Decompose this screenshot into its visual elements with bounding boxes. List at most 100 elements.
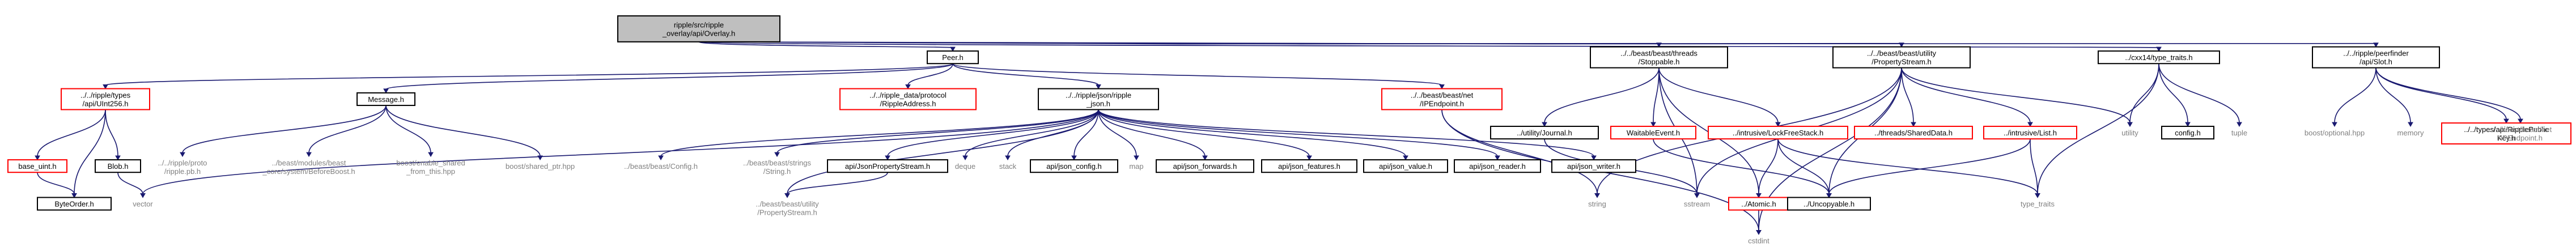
- arrowhead-cxx14-to-tuple_ext: [2237, 122, 2242, 127]
- node-rippleaddress[interactable]: ../../ripple_data/protocol/RippleAddress…: [839, 88, 977, 110]
- include-edge-peer_h-to-message_h: [385, 63, 953, 90]
- node-label: Peer.h: [942, 53, 964, 62]
- node-stoppable[interactable]: ../../beast/beast/threads/Stoppable.h: [1590, 46, 1728, 69]
- node-label: ../beast/modules/beast: [272, 159, 346, 167]
- node-threads_shareddata[interactable]: ../threads/SharedData.h: [1854, 125, 1973, 140]
- include-edge-message_h-to-shared_ptr: [385, 105, 541, 157]
- node-json_h[interactable]: ../../ripple/json/ripple_json.h: [1038, 88, 1159, 110]
- node-ipendpoint[interactable]: ../../beast/beast/net/IPEndpoint.h: [1381, 88, 1503, 110]
- node-atomic_h[interactable]: ../Atomic.h: [1728, 197, 1789, 211]
- arrowhead-json_h-to-beast_config: [658, 155, 664, 161]
- node-intrusive_lfs[interactable]: ../intrusive/LockFreeStack.h: [1708, 125, 1848, 140]
- node-box: [1787, 197, 1871, 211]
- node-uncopyable[interactable]: ../Uncopyable.h: [1787, 197, 1871, 211]
- arrowhead-stoppable-to-waitableevent: [1650, 122, 1656, 127]
- node-string_ext: string: [1588, 200, 1606, 209]
- node-label: ../intrusive/List.h: [2004, 129, 2057, 137]
- include-edge-json_h-to-beast_string: [776, 109, 1099, 154]
- node-shared_ptr: boost/shared_ptr.hpp: [506, 162, 575, 171]
- node-label: ../../beast/beast/net: [1411, 91, 1474, 99]
- include-edge-json_h-to-json_reader: [1098, 109, 1498, 157]
- include-edge-slot_h-to-boost_optional: [2334, 67, 2376, 123]
- node-stack_ext: stack: [999, 162, 1017, 171]
- node-label: ByteOrder.h: [54, 200, 94, 209]
- include-edge-cxx14-to-utility_ext: [2129, 63, 2159, 123]
- include-edge-json_h-to-json_value: [1098, 109, 1406, 157]
- arrowhead-message_h-to-beforeboost: [306, 152, 312, 158]
- include-edge-intrusive_list-to-type_traits_ext: [2030, 139, 2038, 194]
- node-waitableevent[interactable]: WaitableEvent.h: [1610, 125, 1696, 140]
- arrowhead-json_h-to-json_writer: [1591, 155, 1597, 161]
- node-label: ../beast/beast/utility: [756, 199, 819, 208]
- arrowhead-json_h-to-beast_string: [774, 152, 780, 158]
- node-json_features[interactable]: api/json_features.h: [1261, 159, 1357, 173]
- node-base_uint[interactable]: base_uint.h: [7, 159, 67, 173]
- arrowhead-json_h-to-map_ext: [1134, 155, 1139, 161]
- node-slot_h[interactable]: ../../ripple/peerfinder/api/Slot.h: [2312, 46, 2440, 69]
- node-label: ../../ripple/json/ripple: [1066, 91, 1131, 99]
- node-boost_optional: boost/optional.hpp: [2305, 129, 2365, 137]
- arrowhead-root-to-slot_h: [2373, 42, 2379, 48]
- node-label: api/json_value.h: [1379, 162, 1432, 171]
- node-label: api/json_forwards.h: [1173, 162, 1237, 171]
- include-edge-json_h-to-vector_ext: [142, 109, 1099, 194]
- node-utility_journal[interactable]: ../utility/Journal.h: [1490, 125, 1599, 140]
- node-json_writer[interactable]: api/json_writer.h: [1551, 159, 1636, 173]
- node-label: /PropertyStream.h: [1871, 58, 1932, 66]
- include-edge-root-to-cxx14: [698, 41, 2159, 48]
- include-edge-propstream_top-to-utility_ext: [1901, 67, 2131, 124]
- node-label: ../beast/beast/Config.h: [624, 162, 698, 171]
- node-box: [1551, 159, 1636, 173]
- node-label: ../../types/api/RipplePublic: [2464, 125, 2549, 134]
- arrowhead-uint256-to-blob_h: [115, 155, 121, 161]
- node-label: ../../beast/beast/utility: [1867, 49, 1937, 58]
- node-label: /api/UInt256.h: [83, 99, 129, 108]
- node-message_h[interactable]: Message.h: [357, 92, 415, 107]
- node-label: ripple/src/ripple: [674, 20, 724, 29]
- node-byteorder[interactable]: ByteOrder.h: [37, 197, 112, 211]
- arrowhead-peer_h-to-ipendpoint: [1439, 84, 1445, 90]
- include-edge-message_h-to-beforeboost: [308, 105, 387, 154]
- node-label: Blob.h: [108, 162, 129, 171]
- include-edge-stoppable-to-waitableevent: [1653, 67, 1660, 123]
- node-json_reader[interactable]: api/json_reader.h: [1454, 159, 1541, 173]
- node-json_propstream[interactable]: api/JsonPropertyStream.h: [827, 159, 948, 173]
- node-label: vector: [133, 200, 153, 209]
- node-json_config[interactable]: api/json_config.h: [1030, 159, 1118, 173]
- arrowhead-peer_h-to-uint256: [103, 84, 108, 90]
- node-blob_h[interactable]: Blob.h: [95, 159, 141, 173]
- arrowhead-base_uint-to-byteorder: [71, 193, 77, 198]
- include-edge-uint256-to-blob_h: [105, 109, 118, 157]
- node-box: [839, 88, 977, 110]
- node-json_forwards[interactable]: api/json_forwards.h: [1156, 159, 1254, 173]
- arrowhead-peer_h-to-message_h: [383, 88, 389, 93]
- node-label: /api/Slot.h: [2359, 58, 2392, 66]
- node-box: [1030, 159, 1118, 173]
- node-label: boost/optional.hpp: [2305, 129, 2365, 137]
- node-label: /ripple.pb.h: [164, 167, 201, 176]
- node-propstream_top[interactable]: ../../beast/beast/utility/PropertyStream…: [1832, 46, 1971, 69]
- node-intrusive_list[interactable]: ../intrusive/List.h: [1983, 125, 2077, 140]
- node-box: [827, 159, 948, 173]
- node-peer_h[interactable]: Peer.h: [927, 50, 979, 65]
- arrowhead-json_h-to-stack_ext: [1005, 155, 1011, 161]
- node-label: api/json_features.h: [1278, 162, 1340, 171]
- node-cxx14[interactable]: ../cxx14/type_traits.h: [2098, 50, 2220, 65]
- node-uint256[interactable]: ../../ripple/types/api/UInt256.h: [61, 88, 150, 110]
- node-root[interactable]: ripple/src/ripple_overlay/api/Overlay.h: [617, 15, 780, 42]
- node-box: [1854, 125, 1973, 140]
- node-label: /Stoppable.h: [1638, 58, 1679, 66]
- node-map_ext: map: [1129, 162, 1143, 171]
- node-box: [61, 88, 150, 110]
- node-config_h[interactable]: config.h: [2161, 125, 2214, 140]
- include-edge-json_h-to-json_forwards: [1098, 109, 1206, 157]
- node-box: [1363, 159, 1448, 173]
- node-label: /IPEndpoint.h: [1420, 99, 1464, 108]
- node-box: [1261, 159, 1357, 173]
- include-edge-propstream_top-to-threads_shareddata: [1901, 67, 1914, 123]
- include-edge-cxx14-to-config_h: [2158, 63, 2188, 123]
- node-label: Message.h: [368, 95, 404, 104]
- arrowhead-slot_h-to-ripplepublickey: [2503, 118, 2509, 124]
- node-json_value[interactable]: api/json_value.h: [1363, 159, 1448, 173]
